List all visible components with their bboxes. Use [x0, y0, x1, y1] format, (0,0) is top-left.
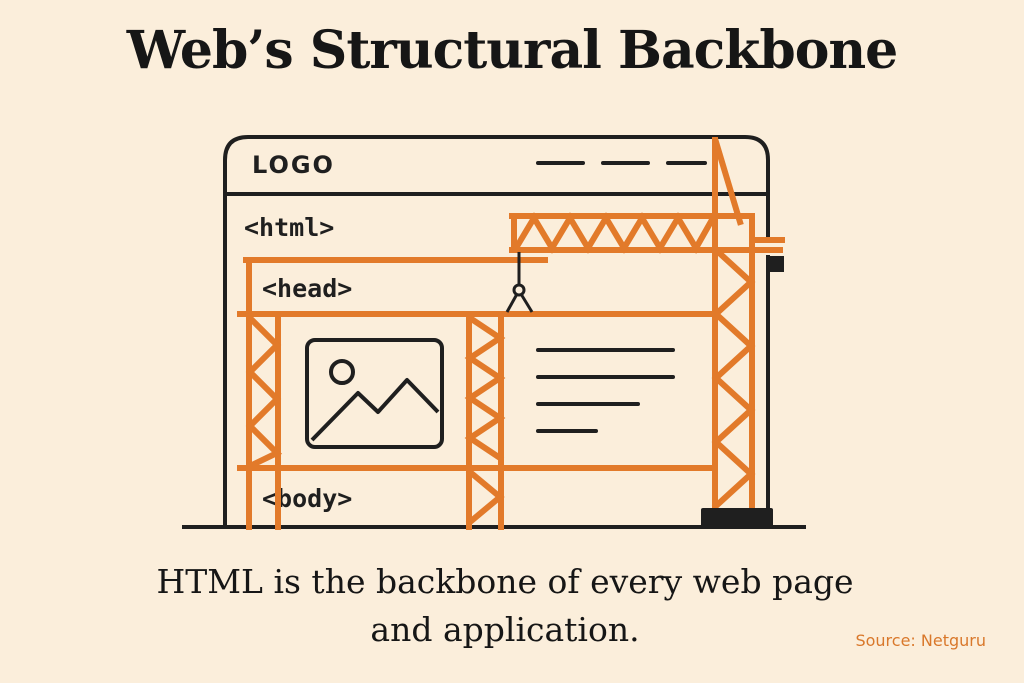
head-tag-label: <head>: [262, 274, 352, 303]
crane-hook-icon: [505, 252, 534, 313]
scaffolding: [237, 137, 785, 530]
caption-line-1: HTML is the backbone of every web page: [156, 562, 854, 601]
logo-text: LOGO: [252, 151, 335, 179]
text-lines-placeholder: [536, 348, 675, 433]
image-placeholder-icon: [305, 338, 444, 449]
caption-line-2: and application.: [370, 610, 640, 649]
page-title: Web’s Structural Backbone: [126, 20, 899, 81]
html-tag-label: <html>: [244, 213, 334, 242]
caption: HTML is the backbone of every web page a…: [0, 558, 1010, 654]
crane-base: [701, 508, 773, 527]
source-credit: Source: Netguru: [855, 631, 986, 650]
crane-counterweight: [766, 256, 784, 272]
browser-window: [223, 135, 770, 527]
